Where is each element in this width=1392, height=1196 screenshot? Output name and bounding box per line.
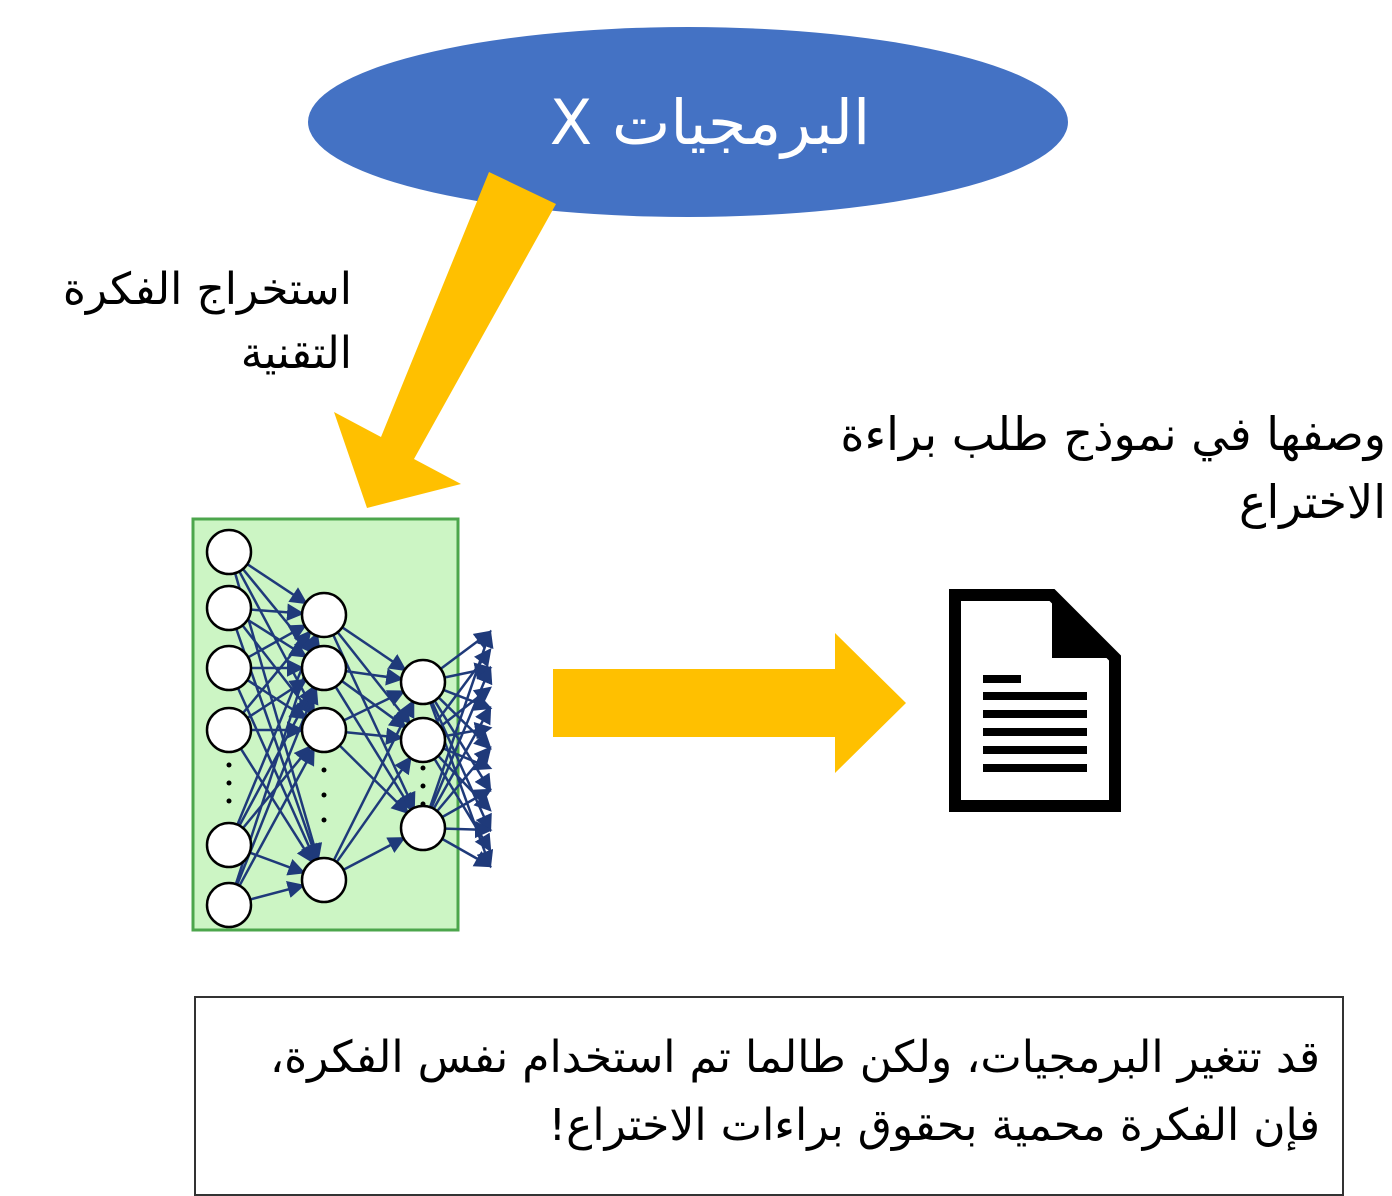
network-edge	[246, 563, 308, 605]
note-box: قد تتغير البرمجيات، ولكن طالما تم استخدا…	[194, 996, 1344, 1196]
network-edge	[343, 690, 406, 722]
document-line	[983, 675, 1021, 683]
network-edge	[332, 699, 415, 861]
network-node	[300, 856, 348, 904]
document-line	[983, 692, 1087, 700]
document-icon	[949, 589, 1121, 812]
network-edge	[334, 686, 413, 812]
document-fold	[1052, 595, 1115, 658]
ellipsis-dot	[420, 765, 426, 771]
network-nodes	[205, 528, 447, 929]
source-ellipse-shape	[308, 27, 1068, 217]
note-text: قد تتغير البرمجيات، ولكن طالما تم استخدا…	[269, 1032, 1320, 1151]
network-ellipsis-dots	[226, 762, 426, 823]
network-edge	[341, 679, 408, 729]
network-output-edge	[444, 820, 493, 839]
network-edge	[246, 678, 308, 720]
document-line	[983, 710, 1087, 718]
ellipsis-dot	[321, 792, 327, 798]
ellipsis-dot	[321, 767, 327, 773]
describe-arrow	[553, 633, 906, 773]
network-output-edge	[432, 705, 492, 810]
network-edge	[341, 626, 407, 672]
network-node	[205, 644, 253, 692]
network-node	[300, 591, 348, 639]
document-line	[983, 764, 1087, 772]
network-output-edge	[433, 700, 492, 793]
network-output-edge	[428, 629, 494, 808]
network-output-edge	[436, 746, 492, 812]
network-edge	[239, 747, 314, 864]
document-line	[983, 728, 1087, 736]
ellipsis-dot	[420, 801, 426, 807]
network-node	[205, 706, 253, 754]
ellipsis-dot	[321, 817, 327, 823]
network-output-edge	[430, 665, 493, 809]
network-node	[300, 644, 348, 692]
ellipsis-dot	[420, 783, 426, 789]
extract-caption: استخراج الفكرة التقنية	[62, 264, 352, 379]
network-output-edge	[441, 788, 493, 819]
network-node	[399, 804, 447, 852]
network-node	[399, 658, 447, 706]
network-node	[399, 716, 447, 764]
network-output-edge	[441, 837, 493, 868]
network-edge	[335, 755, 412, 863]
network-edge	[242, 630, 312, 714]
network-node	[205, 584, 253, 632]
source-ellipse: البرمجيات X	[308, 27, 1068, 217]
network-node	[205, 528, 253, 576]
network-edge	[249, 851, 306, 876]
network-edge	[249, 880, 306, 901]
network-node	[205, 881, 253, 929]
network-edge	[342, 837, 406, 871]
source-ellipse-label: البرمجيات X	[550, 86, 870, 159]
network-edges	[233, 563, 494, 901]
network-edge	[345, 727, 404, 745]
network-edge	[336, 631, 411, 725]
neural-network-box	[191, 517, 494, 932]
network-output-edge	[444, 722, 493, 740]
document-outline	[949, 589, 1121, 812]
network-edge	[250, 603, 305, 622]
network-edge	[345, 668, 404, 686]
ellipsis-dot	[226, 762, 232, 768]
document-line	[983, 746, 1087, 754]
ellipsis-dot	[226, 798, 232, 804]
ellipsis-dot	[226, 780, 232, 786]
describe-caption: وصفها في نموذج طلب براءة الاختراع	[840, 407, 1386, 529]
extract-arrow	[334, 172, 556, 508]
network-node	[205, 821, 253, 869]
network-node	[300, 706, 348, 754]
network-edge	[238, 747, 315, 887]
